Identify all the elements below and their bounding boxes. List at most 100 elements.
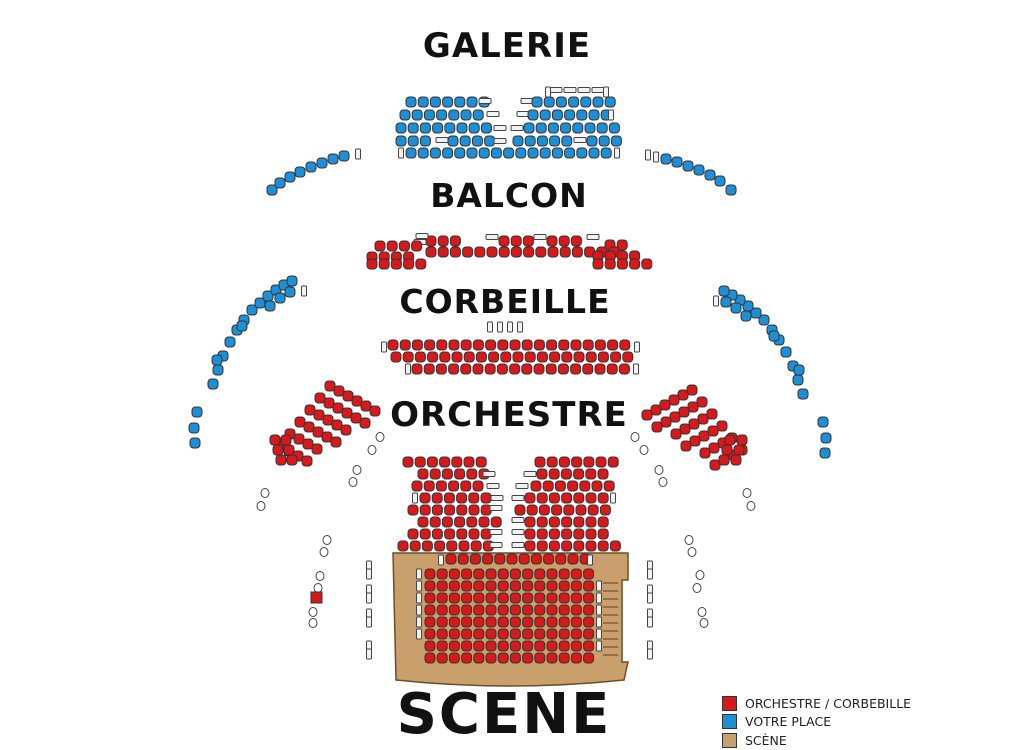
seat-red[interactable] bbox=[526, 504, 538, 516]
folding-seat[interactable] bbox=[577, 87, 591, 93]
seat-red[interactable] bbox=[342, 390, 354, 402]
seat-red[interactable] bbox=[514, 504, 526, 516]
seat-red[interactable] bbox=[546, 616, 558, 628]
seat-blue[interactable] bbox=[468, 122, 480, 134]
seat-blue[interactable] bbox=[459, 135, 471, 147]
seat-red[interactable] bbox=[374, 240, 386, 252]
seat-red[interactable] bbox=[497, 580, 509, 592]
seat-blue[interactable] bbox=[419, 122, 431, 134]
seat-red[interactable] bbox=[473, 640, 485, 652]
seat-red[interactable] bbox=[480, 492, 492, 504]
seat-red[interactable] bbox=[686, 384, 698, 396]
seat-red[interactable] bbox=[558, 640, 570, 652]
folding-seat[interactable] bbox=[416, 592, 422, 604]
seat-blue[interactable] bbox=[598, 135, 610, 147]
seat-red[interactable] bbox=[350, 412, 362, 424]
seat-blue[interactable] bbox=[660, 153, 672, 165]
seat-red[interactable] bbox=[536, 528, 548, 540]
seat-red[interactable] bbox=[301, 455, 313, 467]
seat-red[interactable] bbox=[595, 456, 607, 468]
seat-red[interactable] bbox=[585, 516, 597, 528]
folding-seat[interactable] bbox=[545, 86, 551, 98]
seat-red[interactable] bbox=[466, 468, 478, 480]
seat-red[interactable] bbox=[473, 604, 485, 616]
seat-red[interactable] bbox=[533, 363, 545, 375]
seat-red[interactable] bbox=[466, 516, 478, 528]
seat-blue[interactable] bbox=[572, 122, 584, 134]
seat-red[interactable] bbox=[536, 351, 548, 363]
seat-red[interactable] bbox=[484, 363, 496, 375]
folding-seat[interactable] bbox=[511, 495, 525, 501]
seat-red[interactable] bbox=[716, 420, 728, 432]
seat-red[interactable] bbox=[509, 604, 521, 616]
seat-red[interactable] bbox=[591, 480, 603, 492]
seat-blue[interactable] bbox=[264, 300, 276, 312]
seat-red[interactable] bbox=[490, 516, 502, 528]
seat-red[interactable] bbox=[448, 568, 460, 580]
seat-blue[interactable] bbox=[740, 310, 752, 322]
seat-red[interactable] bbox=[424, 580, 436, 592]
folding-seat[interactable] bbox=[416, 628, 422, 640]
seat-red[interactable] bbox=[419, 504, 431, 516]
seat-red[interactable] bbox=[436, 568, 448, 580]
folding-seat[interactable] bbox=[482, 471, 496, 477]
seat-red[interactable] bbox=[303, 421, 315, 433]
seat-red[interactable] bbox=[439, 351, 451, 363]
seat-red[interactable] bbox=[670, 428, 682, 440]
seat-red[interactable] bbox=[546, 339, 558, 351]
folding-seat[interactable] bbox=[596, 580, 602, 592]
seat-red[interactable] bbox=[571, 246, 583, 258]
seat-red[interactable] bbox=[407, 504, 419, 516]
seat-blue[interactable] bbox=[405, 147, 417, 159]
seat-red[interactable] bbox=[524, 540, 536, 552]
seat-red[interactable] bbox=[669, 411, 681, 423]
seat-red[interactable] bbox=[563, 504, 575, 516]
folding-seat[interactable] bbox=[493, 125, 507, 131]
seat-red[interactable] bbox=[575, 504, 587, 516]
seat-blue[interactable] bbox=[780, 346, 792, 358]
seat-red[interactable] bbox=[545, 363, 557, 375]
seat-red[interactable] bbox=[585, 468, 597, 480]
seat-red[interactable] bbox=[558, 339, 570, 351]
seat-red[interactable] bbox=[424, 568, 436, 580]
seat-red[interactable] bbox=[616, 258, 628, 270]
seat-red[interactable] bbox=[583, 580, 595, 592]
folding-seat[interactable] bbox=[596, 640, 602, 652]
seat-red[interactable] bbox=[474, 246, 486, 258]
seat-red[interactable] bbox=[436, 580, 448, 592]
seat-red[interactable] bbox=[436, 616, 448, 628]
seat-red[interactable] bbox=[583, 616, 595, 628]
seat-blue[interactable] bbox=[395, 135, 407, 147]
seat-red[interactable] bbox=[724, 434, 736, 446]
seat-red[interactable] bbox=[488, 351, 500, 363]
seat-red[interactable] bbox=[283, 444, 295, 456]
folding-seat[interactable] bbox=[523, 471, 537, 477]
folding-seat[interactable] bbox=[511, 542, 525, 548]
folding-seat[interactable] bbox=[486, 111, 500, 117]
seat-red[interactable] bbox=[570, 568, 582, 580]
seat-blue[interactable] bbox=[466, 147, 478, 159]
seat-red[interactable] bbox=[509, 652, 521, 664]
seat-red[interactable] bbox=[570, 235, 582, 247]
seat-red[interactable] bbox=[448, 363, 460, 375]
seat-red[interactable] bbox=[606, 363, 618, 375]
seat-red[interactable] bbox=[554, 480, 566, 492]
seat-red[interactable] bbox=[567, 553, 579, 565]
seat-red[interactable] bbox=[533, 339, 545, 351]
seat-blue[interactable] bbox=[792, 374, 804, 386]
seat-red[interactable] bbox=[323, 397, 335, 409]
folding-seat[interactable] bbox=[511, 517, 525, 523]
seat-red[interactable] bbox=[439, 456, 451, 468]
seat-blue[interactable] bbox=[224, 336, 236, 348]
folding-seat[interactable] bbox=[510, 125, 524, 131]
folding-seat[interactable] bbox=[645, 149, 651, 161]
seat-red[interactable] bbox=[730, 454, 742, 466]
seat-red[interactable] bbox=[509, 568, 521, 580]
seat-red[interactable] bbox=[434, 540, 446, 552]
seat-red[interactable] bbox=[314, 392, 326, 404]
seat-red[interactable] bbox=[475, 456, 487, 468]
seat-red[interactable] bbox=[573, 516, 585, 528]
seat-red[interactable] bbox=[415, 258, 427, 270]
seat-red[interactable] bbox=[454, 516, 466, 528]
folding-seat[interactable] bbox=[596, 592, 602, 604]
